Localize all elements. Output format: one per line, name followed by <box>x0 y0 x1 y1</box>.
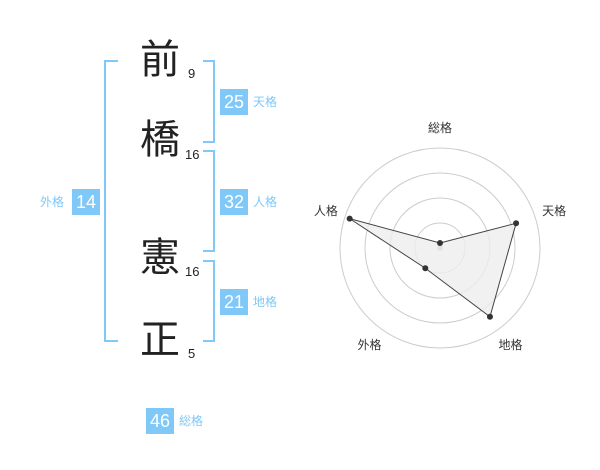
name-char-1: 前 <box>140 37 180 83</box>
jinkaku-badge: 32 <box>220 189 248 215</box>
radar-grid-ring <box>339 147 541 349</box>
tenkaku-bracket <box>203 60 215 143</box>
radar-axis-label-4: 外格 <box>357 337 381 352</box>
name-char-4: 正 <box>140 317 180 363</box>
tenkaku-label: 天格 <box>253 95 278 109</box>
radar-point-2 <box>513 220 520 227</box>
radar-point-1 <box>437 240 443 246</box>
chikaku-label: 地格 <box>253 295 278 309</box>
radar-axis-label-2: 天格 <box>542 203 566 218</box>
chikaku-bracket <box>203 260 215 342</box>
name-char-2: 橋 <box>140 117 180 163</box>
radar-grid-ring <box>364 172 516 324</box>
name-char-3: 憲 <box>140 235 180 281</box>
name-char-4-strokes: 5 <box>188 346 196 361</box>
radar-axis-label-5: 人格 <box>314 203 338 218</box>
chikaku-badge: 21 <box>220 289 248 315</box>
gaikaku-label: 外格 <box>40 195 65 209</box>
jinkaku-label: 人格 <box>253 195 278 209</box>
radar-point-4 <box>422 265 429 272</box>
gaikaku-badge: 14 <box>72 189 100 215</box>
radar-series-area <box>349 218 517 318</box>
tenkaku-badge: 25 <box>220 89 248 115</box>
radar-point-5 <box>346 215 353 222</box>
name-char-3-strokes: 16 <box>185 264 200 279</box>
gaikaku-bracket <box>104 60 118 342</box>
jinkaku-bracket <box>203 150 215 252</box>
soukaku-label: 総格 <box>179 414 204 428</box>
soukaku-badge: 46 <box>146 408 174 434</box>
name-char-2-strokes: 16 <box>185 147 200 162</box>
radar-axis-label-3: 地格 <box>499 337 523 352</box>
name-char-1-strokes: 9 <box>188 66 196 81</box>
radar-point-3 <box>486 313 493 320</box>
radar-axis-label-1: 総格 <box>428 120 452 135</box>
